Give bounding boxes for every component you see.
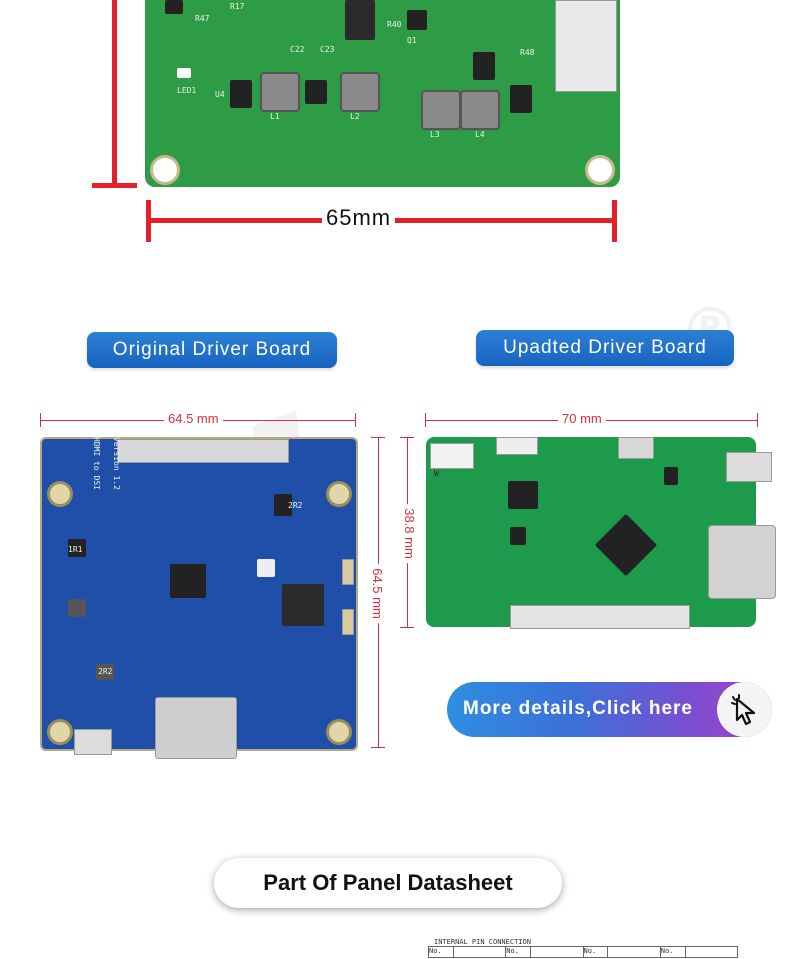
silk-label: Q1 bbox=[407, 36, 417, 45]
silk-label: L3 bbox=[430, 130, 440, 139]
mount-hole bbox=[326, 481, 352, 507]
table-header-row: No. No. No. No. bbox=[428, 946, 738, 958]
chip bbox=[664, 467, 678, 485]
silk-label: 2R2 bbox=[98, 667, 113, 676]
updated-width-label: 70 mm bbox=[558, 411, 606, 426]
table-header bbox=[608, 947, 661, 957]
inductor bbox=[260, 72, 300, 112]
table-header: No. bbox=[429, 947, 454, 957]
original-board-title: Original Driver Board bbox=[87, 332, 337, 368]
silk-label: C22 bbox=[290, 45, 305, 54]
silk-label: R47 bbox=[195, 14, 210, 23]
hdmi-port bbox=[708, 525, 776, 599]
silk-label: L4 bbox=[475, 130, 485, 139]
pin-header bbox=[496, 437, 538, 455]
micro-usb-port bbox=[74, 729, 112, 755]
updated-width-cap-right bbox=[757, 413, 758, 427]
mount-hole bbox=[47, 719, 73, 745]
hdmi-port bbox=[155, 697, 237, 759]
silk-label: L2 bbox=[350, 112, 360, 121]
button bbox=[342, 609, 354, 635]
width-label: 65mm bbox=[322, 205, 396, 231]
chip bbox=[305, 80, 327, 104]
chip bbox=[230, 80, 252, 108]
chip-processor bbox=[594, 513, 658, 577]
updated-height-label: 38.8 mm bbox=[401, 504, 417, 563]
silk-label: R40 bbox=[387, 20, 402, 29]
fpc-connector bbox=[510, 605, 690, 629]
original-height-label: 64.5 mm bbox=[369, 564, 385, 623]
table-header: No. bbox=[506, 947, 532, 957]
updated-board-title: Upadted Driver Board bbox=[476, 330, 734, 366]
silk-label: Version 1.2 bbox=[111, 437, 121, 490]
silk-label: R17 bbox=[230, 2, 245, 11]
chip bbox=[508, 481, 538, 509]
original-width-cap-right bbox=[355, 413, 356, 427]
inductor bbox=[460, 90, 500, 130]
original-width-label: 64.5 mm bbox=[164, 411, 223, 426]
silk-label: R48 bbox=[520, 48, 535, 57]
led bbox=[177, 68, 191, 78]
mini-usb-port bbox=[726, 452, 772, 482]
chip bbox=[510, 527, 526, 545]
original-height-cap-top bbox=[371, 437, 385, 438]
pin-connection-table: INTERNAL PIN CONNECTION No. No. No. No. bbox=[428, 938, 738, 958]
silk-label: 2R2 bbox=[288, 501, 303, 510]
chip-array bbox=[345, 0, 375, 40]
chip bbox=[68, 539, 86, 557]
silk-label: 1R1 bbox=[68, 545, 83, 554]
inductor bbox=[68, 599, 86, 617]
inductor bbox=[421, 90, 461, 130]
button bbox=[342, 559, 354, 585]
table-header: No. bbox=[661, 947, 686, 957]
table-header bbox=[686, 947, 737, 957]
original-width-cap-left bbox=[40, 413, 41, 427]
top-pcb-image: R17 R47 LED1 L1 L2 L3 L4 U4 R40 R48 Q1 C… bbox=[145, 0, 620, 187]
silk-label: HDMI to DSI bbox=[91, 437, 101, 490]
width-ruler-right-cap bbox=[612, 200, 617, 242]
height-ruler-tick bbox=[92, 183, 137, 188]
micro-usb-port bbox=[618, 437, 654, 459]
fpc-connector bbox=[117, 439, 289, 463]
chip bbox=[473, 52, 495, 80]
component bbox=[165, 0, 183, 14]
inductor bbox=[96, 664, 114, 680]
original-height-cap-bottom bbox=[371, 747, 385, 748]
updated-height-cap-bottom bbox=[400, 627, 414, 628]
mount-hole bbox=[326, 719, 352, 745]
fpc-connector bbox=[555, 0, 617, 92]
label-sticker bbox=[430, 443, 474, 469]
more-details-label: More details,Click here bbox=[463, 698, 693, 719]
table-header bbox=[454, 947, 507, 957]
original-board-image: HDMI to DSI Version 1.2 2R2 1R1 2R2 bbox=[40, 437, 358, 759]
silk-label: C23 bbox=[320, 45, 335, 54]
chip bbox=[510, 85, 532, 113]
component bbox=[257, 559, 275, 577]
updated-height-cap-top bbox=[400, 437, 414, 438]
table-header: No. bbox=[584, 947, 609, 957]
chip-main bbox=[170, 564, 206, 598]
table-caption: INTERNAL PIN CONNECTION bbox=[434, 938, 531, 946]
table-header bbox=[531, 947, 584, 957]
silk-label: W bbox=[434, 469, 439, 478]
datasheet-title: Part Of Panel Datasheet bbox=[214, 858, 562, 908]
mount-hole bbox=[150, 155, 180, 185]
updated-board-image: W bbox=[426, 437, 776, 629]
height-ruler-vertical bbox=[112, 0, 117, 188]
chip bbox=[274, 494, 292, 516]
inductor bbox=[340, 72, 380, 112]
silk-label: LED1 bbox=[177, 86, 197, 95]
updated-width-cap-left bbox=[425, 413, 426, 427]
chip bbox=[407, 10, 427, 30]
silk-label: U4 bbox=[215, 90, 225, 99]
mount-hole bbox=[47, 481, 73, 507]
cursor-click-icon bbox=[717, 682, 772, 737]
more-details-button[interactable]: More details,Click here bbox=[447, 682, 772, 737]
chip-processor bbox=[282, 584, 324, 626]
mount-hole bbox=[585, 155, 615, 185]
silk-label: L1 bbox=[270, 112, 280, 121]
